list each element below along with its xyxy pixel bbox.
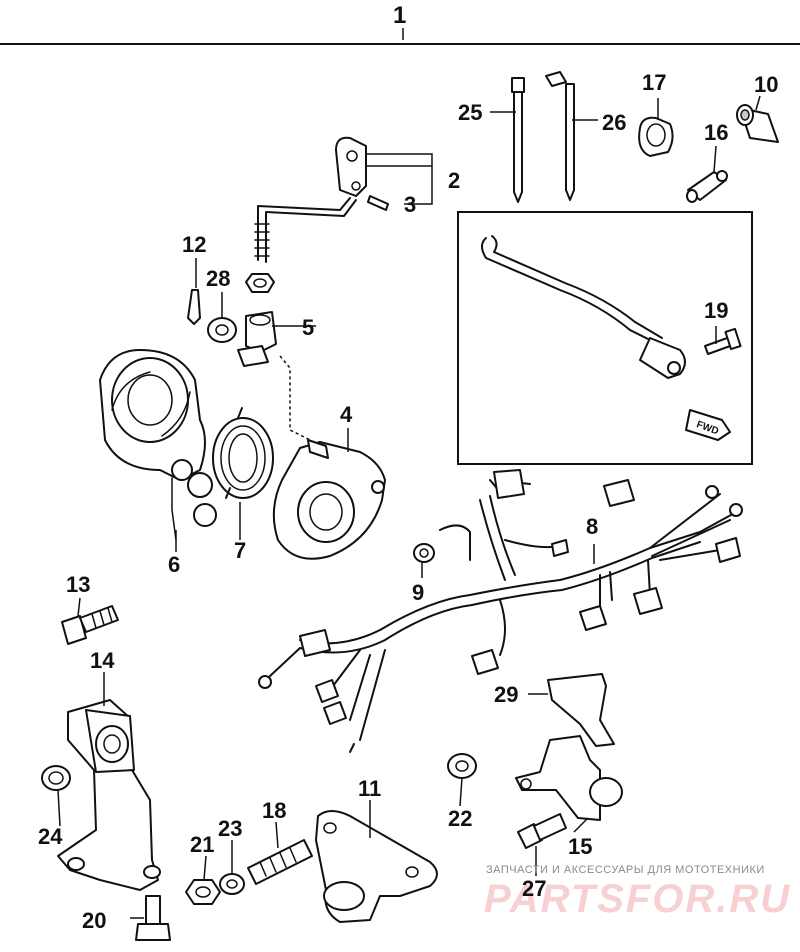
joint-5 bbox=[237, 311, 277, 367]
label-13: 13 bbox=[66, 572, 90, 597]
label-19: 19 bbox=[704, 298, 728, 323]
label-4: 4 bbox=[340, 402, 353, 427]
bolt-20 bbox=[135, 895, 171, 941]
inset-box: FWD bbox=[457, 211, 753, 465]
grommet-24 bbox=[41, 765, 71, 791]
label-12: 12 bbox=[182, 232, 206, 257]
label-21: 21 bbox=[190, 832, 214, 857]
label-18: 18 bbox=[262, 798, 286, 823]
grommet-9 bbox=[413, 543, 435, 563]
label-10: 10 bbox=[754, 72, 778, 97]
label-28: 28 bbox=[206, 266, 230, 291]
watermark-logo: PARTSFOR.RU bbox=[484, 877, 791, 921]
bolt-27 bbox=[517, 813, 567, 849]
bolt-19 bbox=[704, 327, 742, 355]
pin-3 bbox=[367, 195, 389, 211]
label-14: 14 bbox=[90, 648, 115, 673]
label-9: 9 bbox=[412, 580, 424, 605]
label-27: 27 bbox=[522, 876, 546, 901]
spacer-10 bbox=[736, 104, 779, 143]
bracket-15 bbox=[515, 735, 623, 821]
label-8: 8 bbox=[586, 514, 598, 539]
wire-harness-8 bbox=[258, 469, 743, 753]
label-20: 20 bbox=[82, 908, 106, 933]
plate-29 bbox=[547, 673, 615, 747]
nut-top bbox=[245, 273, 275, 293]
stud-18 bbox=[247, 839, 313, 885]
nut-21 bbox=[185, 879, 221, 905]
label-5: 5 bbox=[302, 315, 314, 340]
label-26: 26 bbox=[602, 110, 626, 135]
bracket-14 bbox=[57, 699, 161, 891]
cotter-pin-12 bbox=[187, 289, 201, 325]
label-25: 25 bbox=[458, 100, 482, 125]
connector-16 bbox=[686, 170, 728, 203]
label-7: 7 bbox=[234, 538, 246, 563]
label-23: 23 bbox=[218, 816, 242, 841]
housing-4 bbox=[272, 439, 386, 560]
label-11: 11 bbox=[358, 776, 381, 801]
part-labels: 2 3 4 5 6 7 8 9 10 11 12 13 14 15 16 17 … bbox=[38, 70, 778, 933]
spring-7 bbox=[212, 407, 274, 499]
label-1: 1 bbox=[393, 2, 406, 29]
label-22: 22 bbox=[448, 806, 472, 831]
leader-lines bbox=[57, 95, 761, 919]
label-2: 2 bbox=[448, 168, 460, 193]
label-17: 17 bbox=[642, 70, 666, 95]
label-29: 29 bbox=[494, 682, 518, 707]
watermark: ЗАПЧАСТИ И АКСЕССУАРЫ ДЛЯ МОТОТЕХНИКИ PA… bbox=[484, 864, 791, 921]
label-16: 16 bbox=[704, 120, 728, 145]
washer-28 bbox=[207, 317, 237, 343]
label-15: 15 bbox=[568, 834, 592, 859]
assembly-callout: 1 bbox=[393, 2, 406, 40]
washer-22 bbox=[447, 753, 477, 779]
label-3: 3 bbox=[404, 192, 416, 217]
grommet-17 bbox=[638, 116, 674, 157]
shift-rod-2 bbox=[254, 136, 367, 263]
bracket-11 bbox=[315, 810, 438, 923]
washer-23 bbox=[219, 873, 245, 895]
cable-tie-25 bbox=[511, 77, 525, 203]
bolt-13 bbox=[61, 605, 119, 645]
label-6: 6 bbox=[168, 552, 180, 577]
cable-tie-26 bbox=[545, 71, 575, 201]
watermark-caption: ЗАПЧАСТИ И АКСЕССУАРЫ ДЛЯ МОТОТЕХНИКИ bbox=[486, 864, 765, 876]
label-24: 24 bbox=[38, 824, 63, 849]
fwd-badge: FWD bbox=[685, 409, 731, 441]
cam-6 bbox=[99, 349, 217, 541]
